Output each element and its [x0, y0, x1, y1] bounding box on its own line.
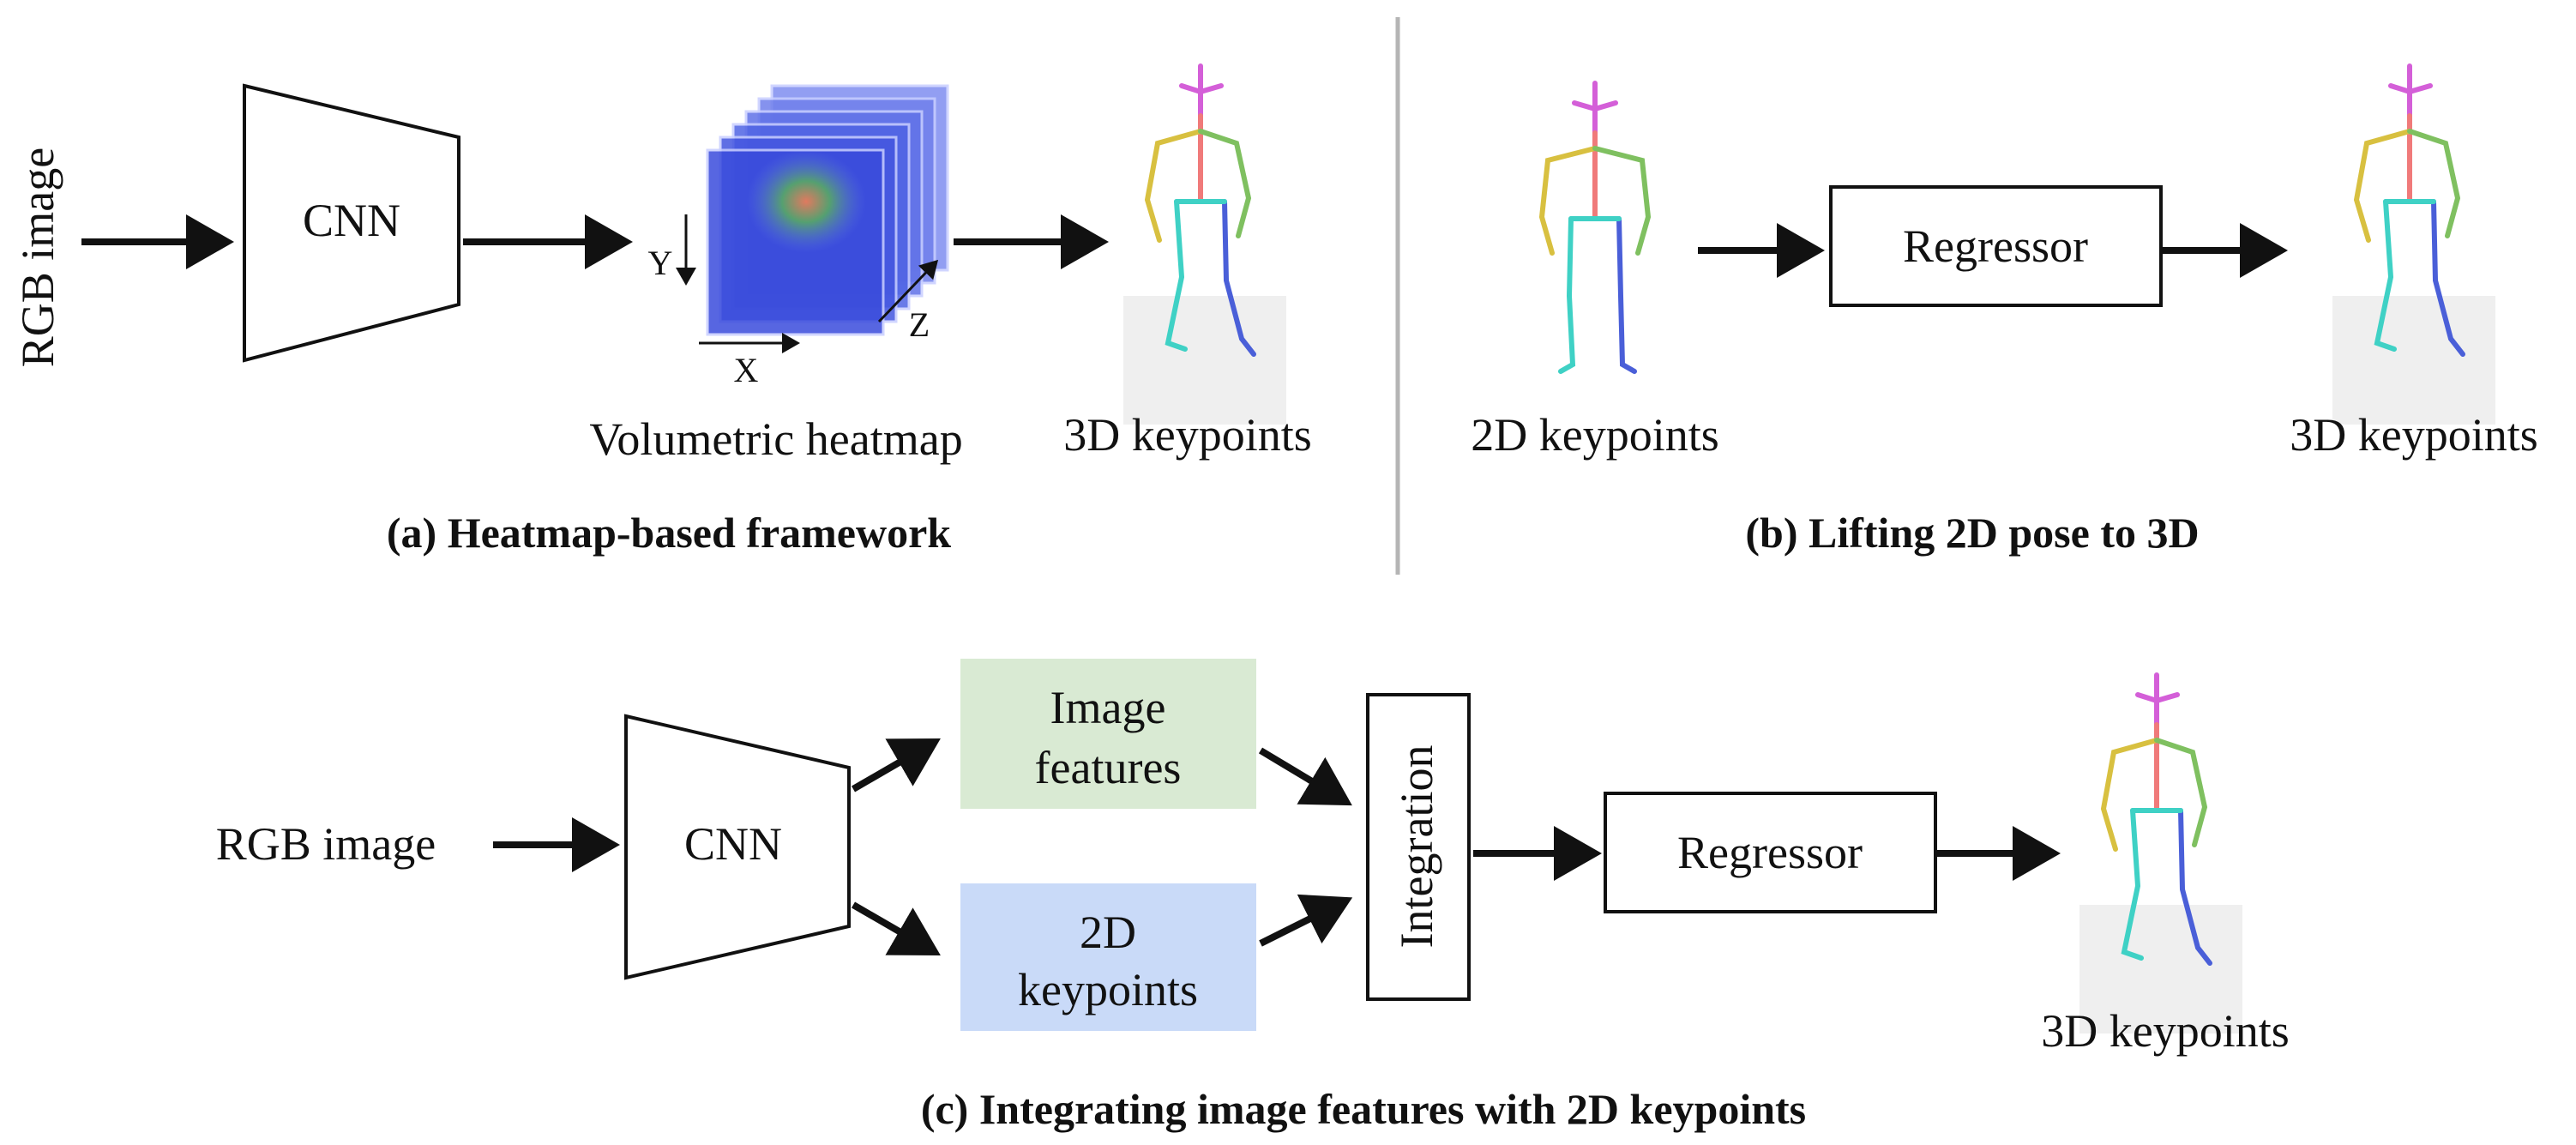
c-output-label: 3D keypoints — [2041, 1005, 2290, 1057]
c-output-skeleton — [2079, 675, 2242, 1034]
keypoints-2d-box — [960, 883, 1256, 1031]
c-regressor-box — [1604, 792, 1937, 913]
image-features-line2: features — [1035, 742, 1182, 793]
panel-a: RGB image CNN Y X Z Volumetric heatmap 3… — [12, 66, 1312, 557]
c-cnn-block — [624, 714, 851, 980]
keypoints-2d-line1: 2D — [1080, 907, 1136, 958]
a-output-label: 3D keypoints — [1063, 409, 1312, 461]
heatmap-peak — [746, 150, 866, 253]
c-input-label: RGB image — [216, 818, 436, 870]
b-output-label: 3D keypoints — [2290, 409, 2538, 461]
axis-z-arrow — [877, 259, 939, 323]
b-regressor-label: Regressor — [1903, 220, 2088, 272]
b-regressor-box — [1829, 185, 2163, 307]
a-input-label: RGB image — [12, 148, 63, 367]
axis-x-label: X — [734, 351, 759, 389]
b-caption: (b) Lifting 2D pose to 3D — [1745, 509, 2199, 557]
c-arrow-cnn-features — [851, 738, 941, 792]
c-arrow-keypoints-integration — [1259, 894, 1353, 947]
image-features-box — [960, 659, 1256, 809]
keypoints-2d-line2: keypoints — [1018, 964, 1198, 1015]
volumetric-heatmap — [706, 84, 949, 336]
axis-y-label: Y — [648, 244, 673, 282]
a-output-skeleton — [1123, 66, 1286, 425]
axis-z-label: Z — [909, 305, 930, 344]
integration-box — [1366, 693, 1471, 1001]
a-cnn-block — [243, 83, 460, 363]
image-features-line1: Image — [1050, 682, 1166, 733]
a-heatmap-label: Volumetric heatmap — [589, 413, 962, 465]
panel-c: RGB image CNN Image features 2D keypoint… — [216, 659, 2290, 1133]
a-cnn-label: CNN — [303, 195, 400, 246]
b-input-label: 2D keypoints — [1471, 409, 1719, 461]
panel-b: 2D keypoints Regressor 3D keypoints (b) … — [1471, 66, 2538, 557]
c-caption: (c) Integrating image features with 2D k… — [921, 1085, 1806, 1133]
c-arrow-cnn-keypoints — [851, 901, 941, 956]
c-regressor-label: Regressor — [1677, 827, 1863, 878]
b-input-skeleton — [1542, 83, 1648, 371]
b-output-skeleton — [2332, 66, 2495, 425]
c-cnn-label: CNN — [684, 818, 782, 870]
a-caption: (a) Heatmap-based framework — [387, 509, 951, 557]
c-arrow-features-integration — [1258, 747, 1352, 806]
integration-label: Integration — [1391, 745, 1442, 949]
